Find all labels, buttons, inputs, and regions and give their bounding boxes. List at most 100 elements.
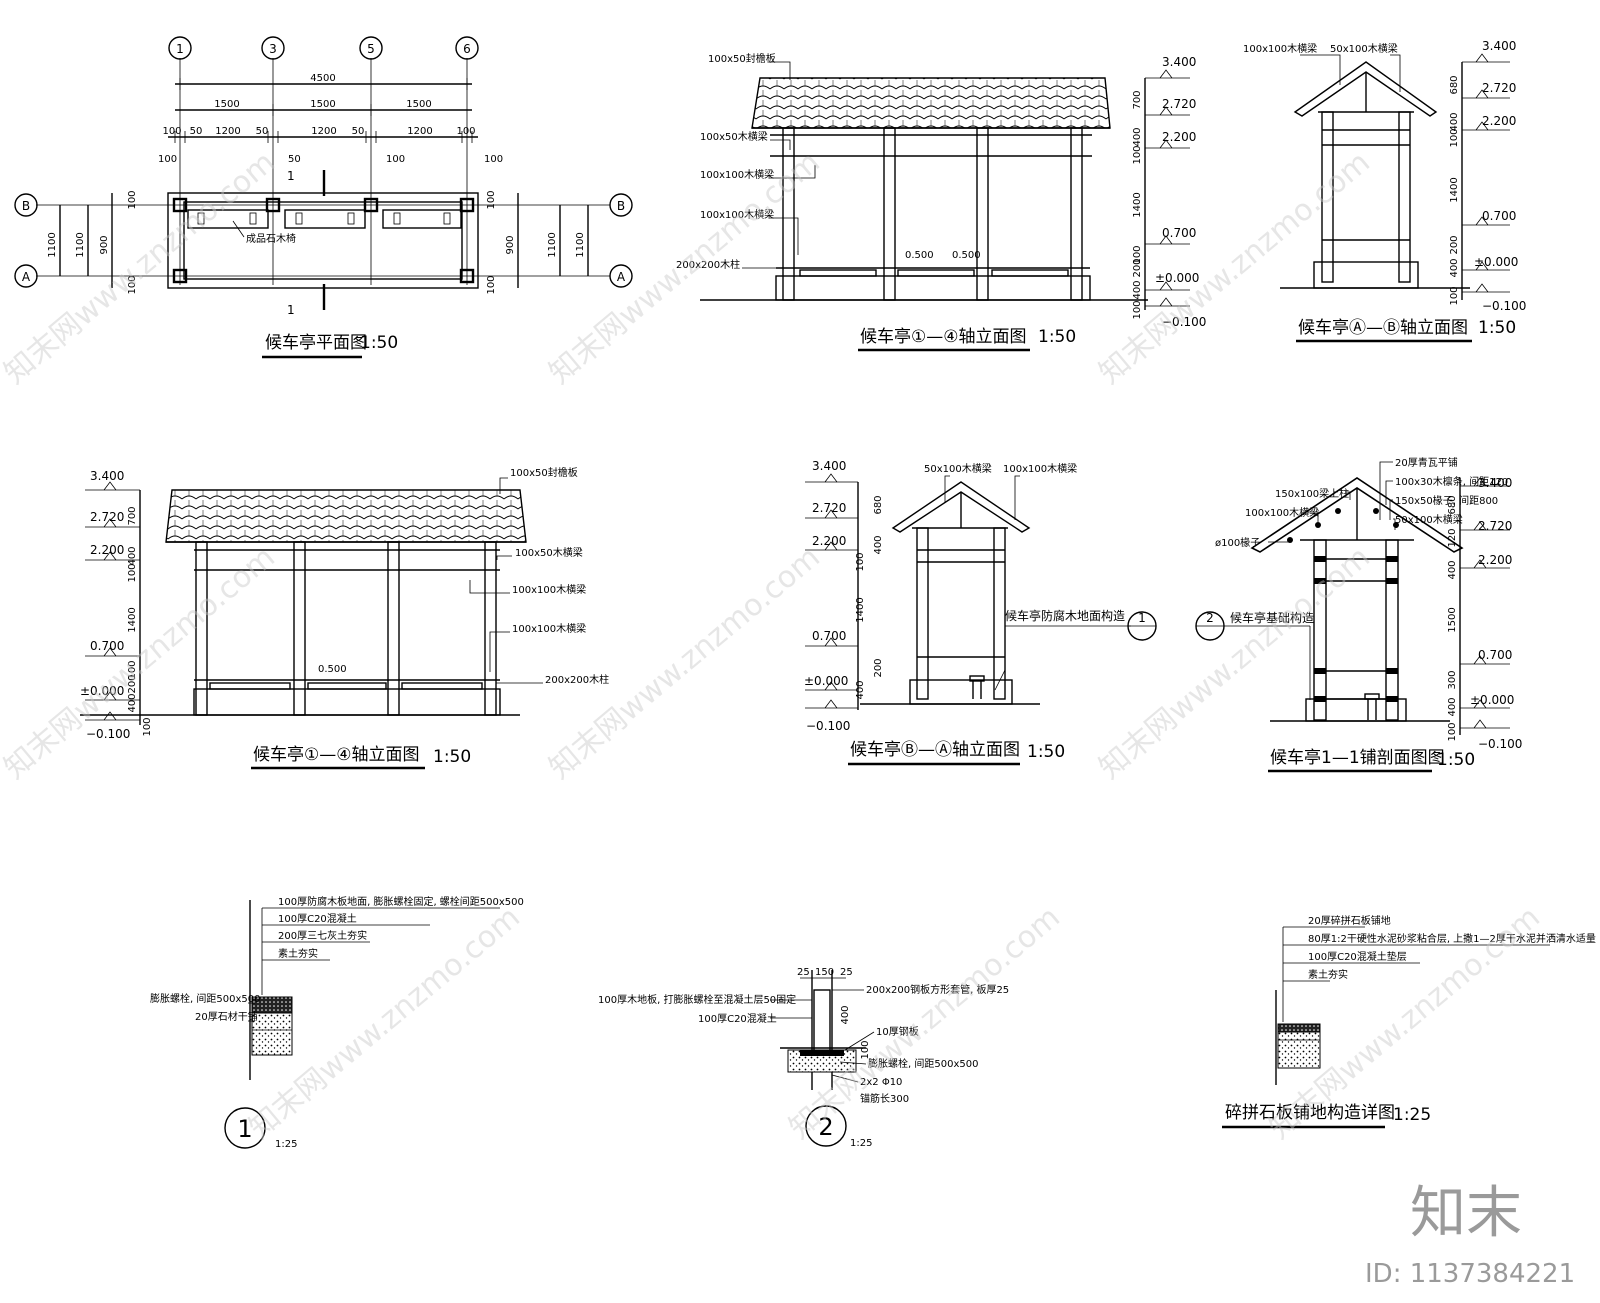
d2-line5: 膨胀螺栓, 间距500x500 xyxy=(868,1057,978,1070)
level-2200-a: 2.200 xyxy=(1162,130,1196,144)
side-h-400: 400 xyxy=(1449,112,1460,131)
d2-line3: 200x200钢板方形套管, 板厚25 xyxy=(866,983,1009,996)
detail-2-number: 2 xyxy=(818,1113,833,1141)
dim-bay-3: 1500 xyxy=(406,99,431,110)
plan-view: 1 3 5 6 4500 1500 1500 1500 100 50 1200 … xyxy=(14,36,633,359)
d1-line4: 素土夯实 xyxy=(278,947,318,960)
mid-label-beam-100x50: 100x50木横梁 xyxy=(515,546,583,559)
mid-h-400-b: 400 xyxy=(127,693,138,712)
d2-dim-25-a: 25 xyxy=(797,967,810,978)
dim-100-right-a: 100 xyxy=(486,190,497,209)
h-100-b: 100 xyxy=(1132,245,1143,264)
watermark-4: 知末网www.znzmo.com xyxy=(0,540,282,786)
elev-side-mid-title: 候车亭Ⓑ—Ⓐ轴立面图 xyxy=(850,740,1020,760)
ref-circle-1-num: 1 xyxy=(1138,611,1146,625)
sec-label-beam: 50x100木横梁 xyxy=(1395,513,1463,526)
dim-100-d: 100 xyxy=(386,154,405,165)
plan-scale: 1:50 xyxy=(360,333,398,353)
h-100-a: 100 xyxy=(1132,145,1143,164)
side-elevation-top: 100x100木横梁 50x100木横梁 680 400 100 1400 20… xyxy=(1243,39,1526,343)
mid-side-level-m100: −0.100 xyxy=(806,719,850,733)
elev-side-top-scale: 1:50 xyxy=(1478,318,1516,338)
axis-bubble-B-right xyxy=(609,193,633,217)
h-200: 200 xyxy=(1132,258,1143,277)
axis-label-A-right: A xyxy=(617,270,626,284)
d2-line7: 锚筋长300 xyxy=(860,1092,909,1105)
h-700: 700 xyxy=(1132,90,1143,109)
mid-side-h-100: 100 xyxy=(855,552,866,571)
side-level-m100: −0.100 xyxy=(1482,299,1526,313)
section-title: 候车亭1—1铺剖面图图 xyxy=(1270,748,1445,768)
mid-h-100-b: 100 xyxy=(127,660,138,679)
ref-circle-2-num: 2 xyxy=(1206,611,1214,625)
sec-label-round: ø100椽子 xyxy=(1215,536,1260,549)
side-level-0700: 0.700 xyxy=(1482,209,1516,223)
mid-side-h-200: 200 xyxy=(873,658,884,677)
axis-bubble-5 xyxy=(359,36,383,60)
detail-1: 100厚防腐木板地面, 膨胀螺栓固定, 螺栓间距500x500 100厚C20混… xyxy=(150,895,524,1150)
mid-label-column: 200x200木柱 xyxy=(545,673,609,686)
detail-1-marker xyxy=(224,1107,266,1149)
bench-level-b: 0.500 xyxy=(952,250,981,261)
bench-2 xyxy=(284,209,366,229)
sec-level-2200: 2.200 xyxy=(1478,553,1512,567)
axis-label-B-left: B xyxy=(22,199,30,213)
axis-label-1: 1 xyxy=(176,42,184,56)
label-fascia: 100x50封檐板 xyxy=(708,52,776,65)
column-5B xyxy=(363,197,379,213)
d1-line3: 200厚三七灰土夯实 xyxy=(278,929,367,942)
mid-level-0000: ±0.000 xyxy=(80,684,124,698)
axis-label-6: 6 xyxy=(463,42,471,56)
mid-label-beam-100x100-a: 100x100木横梁 xyxy=(512,583,586,596)
detail-1-scale: 1:25 xyxy=(275,1139,297,1150)
mid-side-h-400: 400 xyxy=(873,535,884,554)
mid-label-fascia: 100x50封檐板 xyxy=(510,466,578,479)
dim-100-right-b: 100 xyxy=(486,275,497,294)
mid-bench-level: 0.500 xyxy=(318,664,347,675)
side-level-3400: 3.400 xyxy=(1482,39,1516,53)
mid-side-level-0700: 0.700 xyxy=(812,629,846,643)
section-mark-bottom: 1 xyxy=(287,303,295,317)
level-3400-a: 3.400 xyxy=(1162,55,1196,69)
axis-label-5: 5 xyxy=(367,42,375,56)
d2-dim-150: 150 xyxy=(815,967,834,978)
axis-bubble-3 xyxy=(261,36,285,60)
dim-1100-left-b: 1100 xyxy=(75,232,86,257)
axis-bubble-B-left xyxy=(14,193,38,217)
mid-h-1400: 1400 xyxy=(127,607,138,632)
sec-level-m100: −0.100 xyxy=(1478,737,1522,751)
side-elevation-mid: 50x100木横梁 100x100木横梁 候车亭防腐木地面构造 1 680 40… xyxy=(804,459,1157,766)
axis-bubble-A-right xyxy=(609,264,633,288)
label-column: 200x200木柱 xyxy=(676,258,740,271)
d2-line4: 10厚钢板 xyxy=(876,1025,919,1038)
dim-100-left-a: 100 xyxy=(127,190,138,209)
sec-h-1500: 1500 xyxy=(1447,607,1458,632)
d2-line2: 100厚C20混凝土 xyxy=(698,1012,777,1025)
label-beam-100x100-b: 100x100木横梁 xyxy=(700,208,774,221)
level-m100-a: −0.100 xyxy=(1162,315,1206,329)
level-2720-a: 2.720 xyxy=(1162,97,1196,111)
front-elevation-mid: 0.500 100x50封檐板 100x50木横梁 100x100木横梁 100… xyxy=(80,466,609,770)
dim-1100-right-b: 1100 xyxy=(547,232,558,257)
side-level-0000: ±0.000 xyxy=(1474,255,1518,269)
mid-side-level-2200: 2.200 xyxy=(812,534,846,548)
axis-bubble-1 xyxy=(168,36,192,60)
detail-2: 25 150 25 400 100 100厚木地板, 打膨胀螺栓至混凝土层50固… xyxy=(598,967,1009,1149)
sec-h-680: 680 xyxy=(1447,495,1458,514)
dim-50-a: 50 xyxy=(190,126,203,137)
watermark-1: 知末网www.znzmo.com xyxy=(0,145,282,391)
dim-bay-2: 1500 xyxy=(310,99,335,110)
sec-h-400: 400 xyxy=(1447,560,1458,579)
h-1400: 1400 xyxy=(1132,192,1143,217)
dim-50-d: 50 xyxy=(288,154,301,165)
roof-tiles-mid xyxy=(165,489,527,543)
sec-h-300: 300 xyxy=(1447,670,1458,689)
d2-dim-100: 100 xyxy=(860,1040,871,1059)
mid-level-3400: 3.400 xyxy=(90,469,124,483)
sec-label-rafter: 150x50椽子, 间距800 xyxy=(1395,494,1498,507)
h-400: 400 xyxy=(1132,127,1143,146)
detail-3: 20厚碎拼石板铺地 80厚1:2干硬性水泥砂浆粘合层, 上撒1—2厚干水泥并洒清… xyxy=(1222,914,1596,1129)
mid-level-0700: 0.700 xyxy=(90,639,124,653)
side-h-400-b: 400 xyxy=(1449,258,1460,277)
bench-level-a: 0.500 xyxy=(905,250,934,261)
